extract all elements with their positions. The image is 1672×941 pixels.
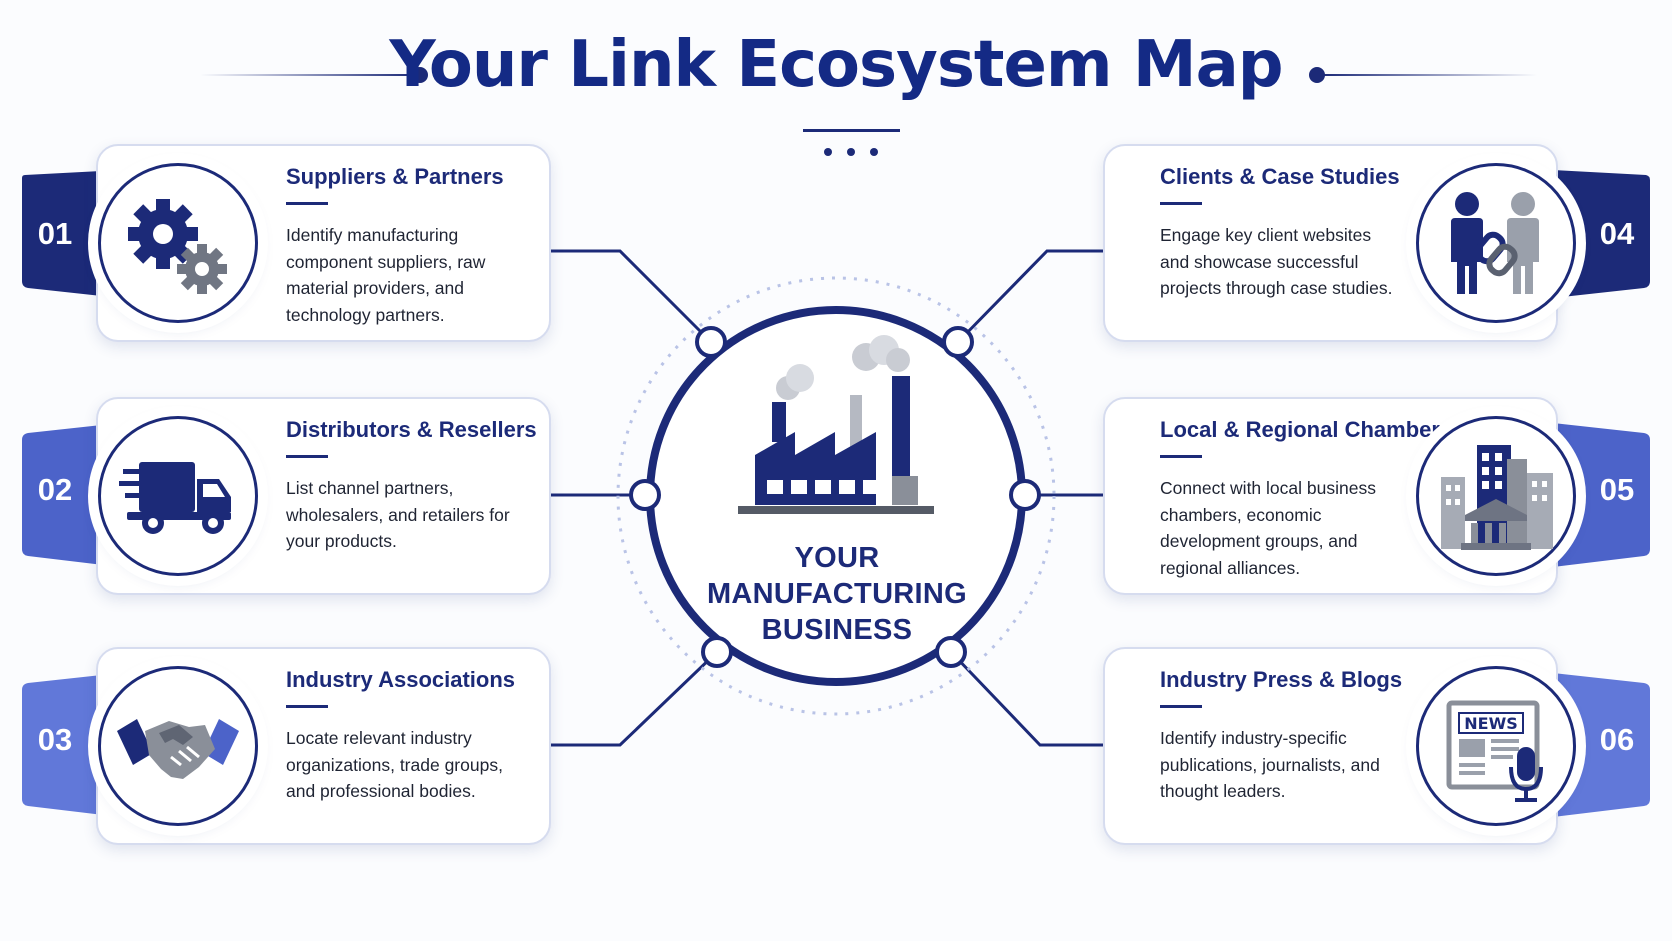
icon-badge (98, 163, 258, 323)
item-number: 01 (37, 216, 73, 251)
connector-04 (956, 249, 1103, 344)
card-title: Suppliers & Partners (286, 164, 504, 189)
card-description: Engage key client websites and showcase … (1160, 225, 1393, 298)
card-title: Industry Associations (286, 667, 516, 692)
icon-badge (1416, 163, 1576, 323)
center-label: YOUR MANUFACTURING BUSINESS (690, 540, 984, 648)
connector-06 (949, 650, 1103, 747)
title-underline (1160, 455, 1202, 458)
hub-node-06 (935, 636, 967, 668)
tab-shape-06 (1553, 673, 1650, 817)
hub-node-03 (701, 636, 733, 668)
newspaper-microphone-icon: NEWS (1446, 700, 1543, 802)
page-title: Your Link Ecosystem Map (389, 28, 1283, 102)
connector-03 (551, 650, 719, 747)
number-tabs (22, 170, 1650, 817)
card-title: Industry Press & Blogs (1160, 667, 1403, 692)
icon-badge (98, 416, 258, 576)
title-underline (1160, 705, 1202, 708)
card-description: Locate relevant industry organizations, … (286, 728, 503, 801)
title-underline (286, 455, 328, 458)
card-description: Identify manufacturing component supplie… (286, 225, 486, 325)
card-description: List channel partners, wholesalers, and … (286, 478, 510, 551)
icon-badge (98, 666, 258, 826)
delivery-truck-icon (119, 462, 231, 534)
card-description: Connect with local business chambers, ec… (1160, 478, 1376, 578)
item-number: 05 (1599, 472, 1635, 507)
linked-people-icon (1451, 192, 1539, 294)
title-underline (286, 705, 328, 708)
card-description: Identify industry-specific publications,… (1160, 728, 1380, 801)
icon-badge (1416, 416, 1576, 576)
item-number: 02 (37, 472, 73, 507)
card-title: Local & Regional Chambers (1160, 417, 1453, 442)
hub-node-02 (629, 479, 661, 511)
item-number: 03 (37, 722, 73, 757)
tab-shape-05 (1553, 423, 1650, 567)
tab-shape-01 (22, 170, 120, 298)
title-underline (1160, 202, 1202, 205)
tab-shape-04 (1553, 170, 1650, 298)
hub-node-04 (942, 326, 974, 358)
item-number: 04 (1599, 216, 1635, 251)
news-label: NEWS (1464, 714, 1518, 733)
handshake-icon (117, 719, 239, 779)
icon-badge: NEWS (1416, 666, 1576, 826)
title-underline (286, 202, 328, 205)
card-title: Clients & Case Studies (1160, 164, 1400, 189)
tab-shape-02 (22, 423, 120, 567)
center-label-line: MANUFACTURING (706, 578, 968, 610)
card-title: Distributors & Resellers (286, 417, 537, 442)
center-label-line: YOUR (794, 542, 880, 574)
tab-shape-03 (22, 673, 120, 817)
hub-node-05 (1009, 479, 1041, 511)
title-decoration (200, 67, 1537, 156)
city-buildings-icon (1441, 445, 1553, 550)
center-label-line: BUSINESS (761, 614, 913, 646)
factory-icon (738, 335, 934, 514)
item-number: 06 (1599, 722, 1635, 757)
connector-01 (551, 249, 713, 344)
hub-node-01 (695, 326, 727, 358)
gears-icon (128, 199, 227, 294)
